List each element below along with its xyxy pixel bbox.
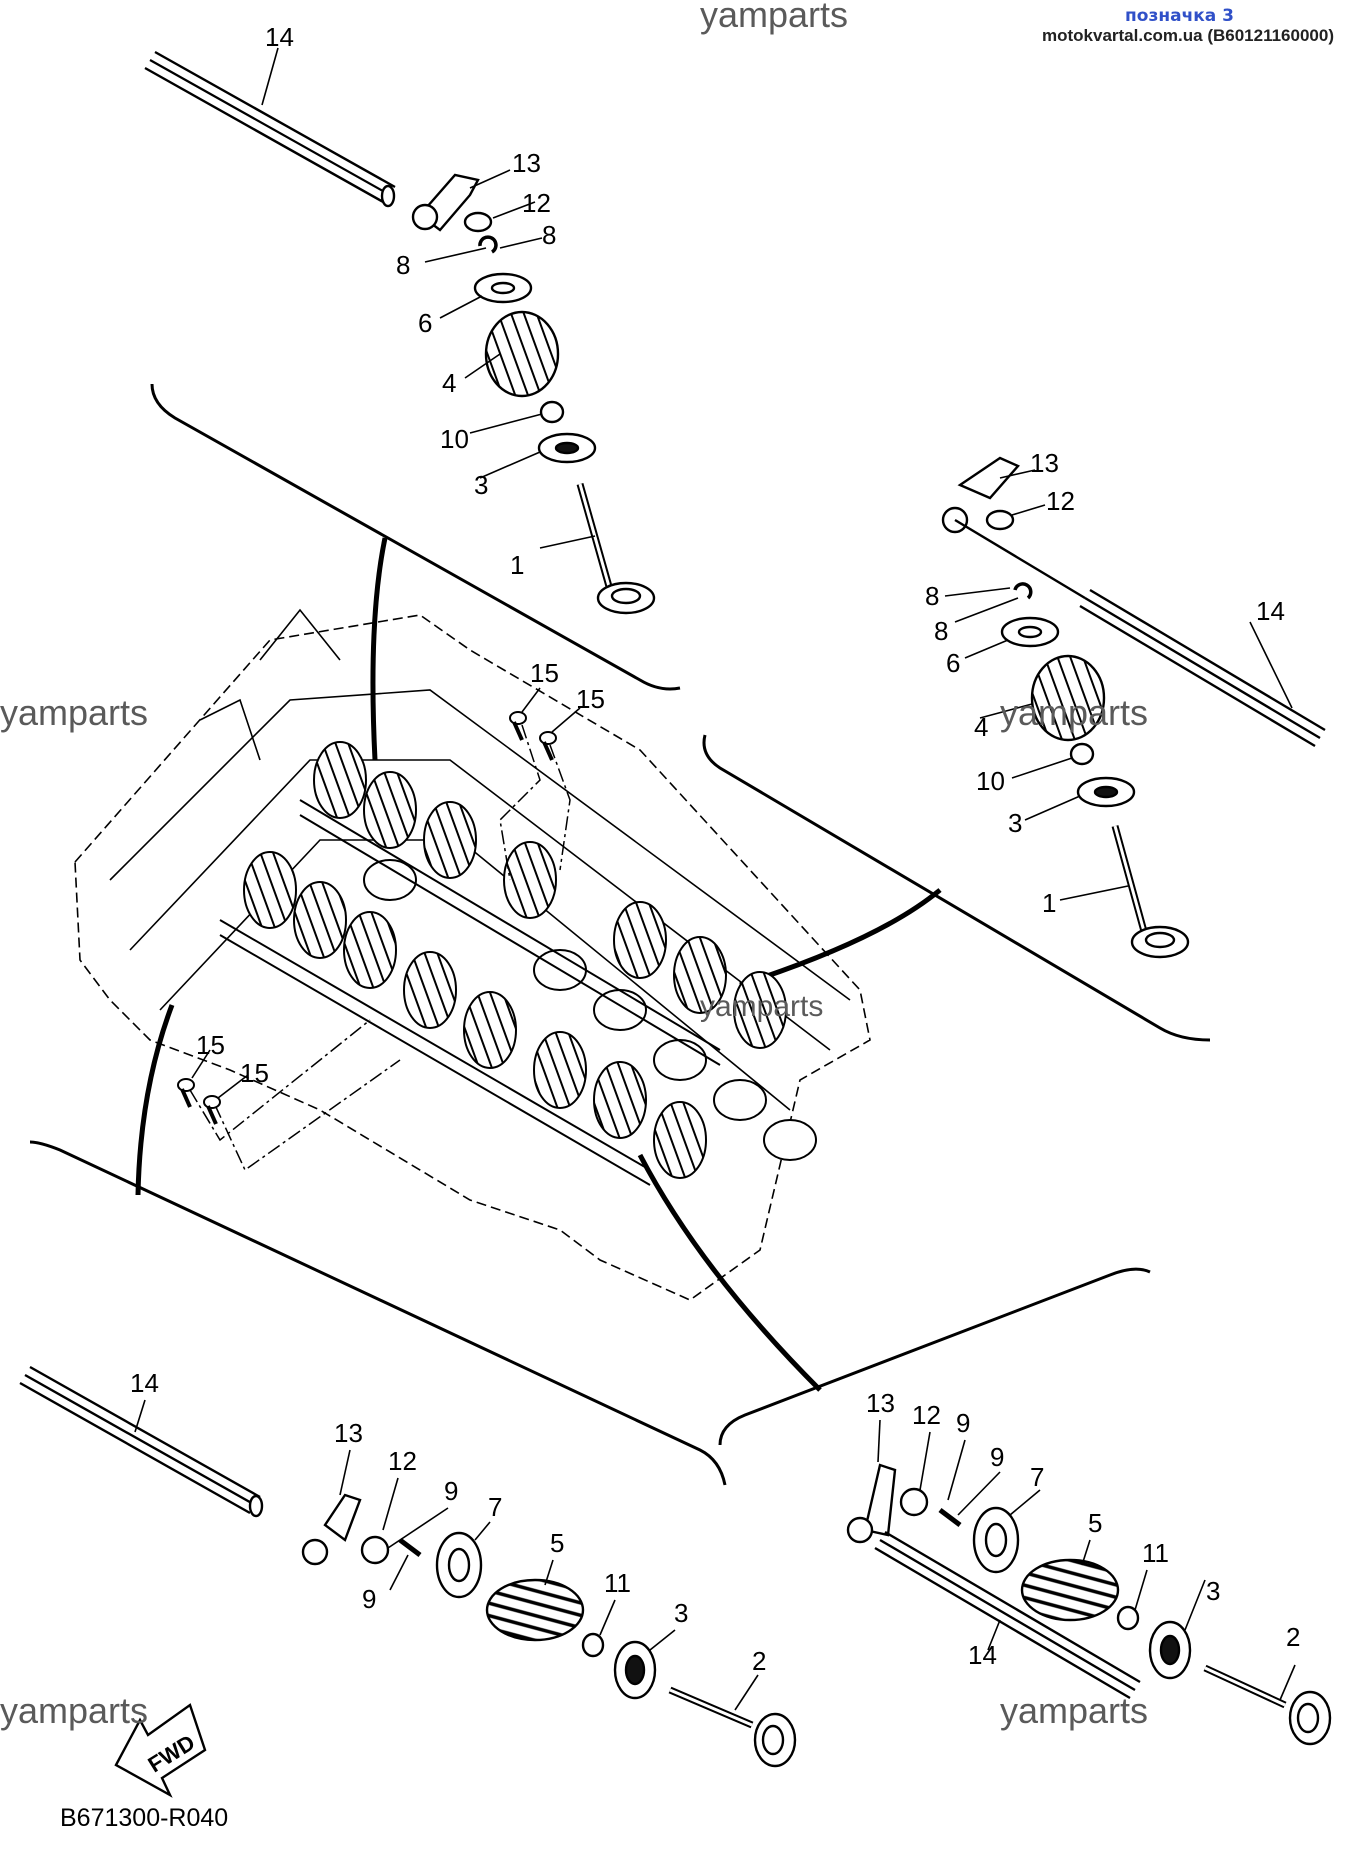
label-14: 14 xyxy=(968,1640,997,1670)
label-13: 13 xyxy=(1030,448,1059,478)
watermark: yamparts xyxy=(1000,1690,1149,1731)
label-9: 9 xyxy=(444,1476,458,1506)
label-13: 13 xyxy=(334,1418,363,1448)
head-springs-lower xyxy=(243,851,707,1179)
label-8: 8 xyxy=(934,616,948,646)
label-3: 3 xyxy=(474,470,488,500)
bolt-leaders xyxy=(189,724,571,1172)
label-9: 9 xyxy=(362,1584,376,1614)
label-8: 8 xyxy=(925,581,939,611)
label-8: 8 xyxy=(542,220,556,250)
diagram-code: B671300-R040 xyxy=(60,1804,229,1832)
callout-leaders xyxy=(135,537,942,1392)
fwd-arrow-icon xyxy=(114,1703,207,1798)
watermark: yamparts xyxy=(700,990,824,1023)
label-9: 9 xyxy=(990,1442,1004,1472)
page-tag: позначка 3 xyxy=(1125,6,1234,26)
label-11: 11 xyxy=(1142,1538,1169,1568)
bolt-label-leaders xyxy=(191,687,581,1099)
head-rocker-shafts xyxy=(219,799,721,1186)
source-link[interactable]: motokvartal.com.ua (B60121160000) xyxy=(1042,26,1334,45)
label-14: 14 xyxy=(265,22,294,52)
tl-leaders xyxy=(261,47,596,549)
label-4: 4 xyxy=(974,712,988,742)
label-14: 14 xyxy=(1256,596,1285,626)
source-note: позначка 3 motokvartal.com.ua (B60121160… xyxy=(1042,6,1334,46)
tr-assembly xyxy=(941,456,1326,959)
label-5: 5 xyxy=(550,1528,564,1558)
label-12: 12 xyxy=(912,1400,941,1430)
label-2: 2 xyxy=(1286,1622,1300,1652)
head-springs-upper xyxy=(313,741,787,1049)
label-12: 12 xyxy=(1046,486,1075,516)
label-8: 8 xyxy=(396,250,410,280)
label-14: 14 xyxy=(130,1368,159,1398)
label-1: 1 xyxy=(510,550,524,580)
label-2: 2 xyxy=(752,1646,766,1676)
label-13: 13 xyxy=(512,148,541,178)
label-6: 6 xyxy=(418,308,432,338)
watermark: yamparts xyxy=(0,692,149,733)
label-5: 5 xyxy=(1088,1508,1102,1538)
label-15: 15 xyxy=(196,1030,225,1060)
label-3: 3 xyxy=(1206,1576,1220,1606)
label-11: 11 xyxy=(604,1568,631,1598)
label-7: 7 xyxy=(488,1492,502,1522)
br-leaders xyxy=(877,1419,1296,1701)
section-dividers xyxy=(29,383,1211,1486)
part-number-labels: 14 13 12 8 8 6 4 10 3 1 15 15 13 12 8 8 … xyxy=(130,22,1300,1676)
bl-assembly xyxy=(19,1365,797,1768)
label-15: 15 xyxy=(530,658,559,688)
label-13: 13 xyxy=(866,1388,895,1418)
watermark: yamparts xyxy=(1000,692,1149,733)
label-15: 15 xyxy=(576,684,605,714)
bolts-15 xyxy=(177,711,557,1125)
watermark: yamparts xyxy=(0,1690,149,1731)
label-12: 12 xyxy=(522,188,551,218)
label-7: 7 xyxy=(1030,1462,1044,1492)
cylinder-head xyxy=(74,608,871,1301)
br-assembly xyxy=(846,1463,1332,1746)
label-6: 6 xyxy=(946,648,960,678)
label-3: 3 xyxy=(674,1598,688,1628)
bl-leaders xyxy=(134,1399,759,1711)
tr-leaders xyxy=(944,469,1293,901)
watermark: yamparts xyxy=(700,0,849,35)
label-3: 3 xyxy=(1008,808,1022,838)
label-15: 15 xyxy=(240,1058,269,1088)
label-12: 12 xyxy=(388,1446,417,1476)
label-1: 1 xyxy=(1042,888,1056,918)
label-4: 4 xyxy=(442,368,456,398)
label-9: 9 xyxy=(956,1408,970,1438)
label-10: 10 xyxy=(976,766,1005,796)
tl-assembly xyxy=(144,50,656,615)
label-10: 10 xyxy=(440,424,469,454)
